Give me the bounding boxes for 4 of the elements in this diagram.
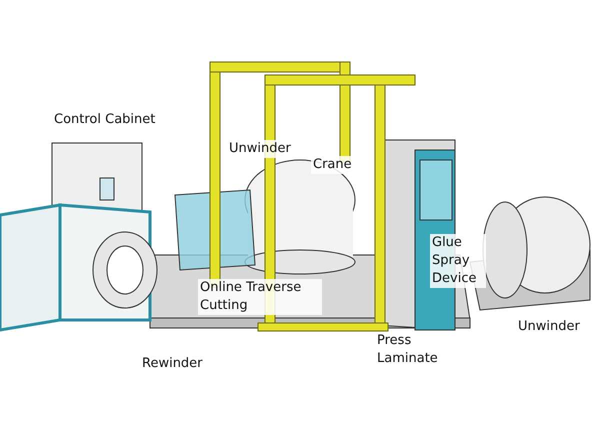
part-label: Unwinder	[227, 140, 293, 158]
part-label: Online Traverse Cutting	[198, 279, 322, 315]
part-label: Crane	[311, 156, 354, 174]
part-label: Glue Spray Device	[430, 234, 486, 288]
